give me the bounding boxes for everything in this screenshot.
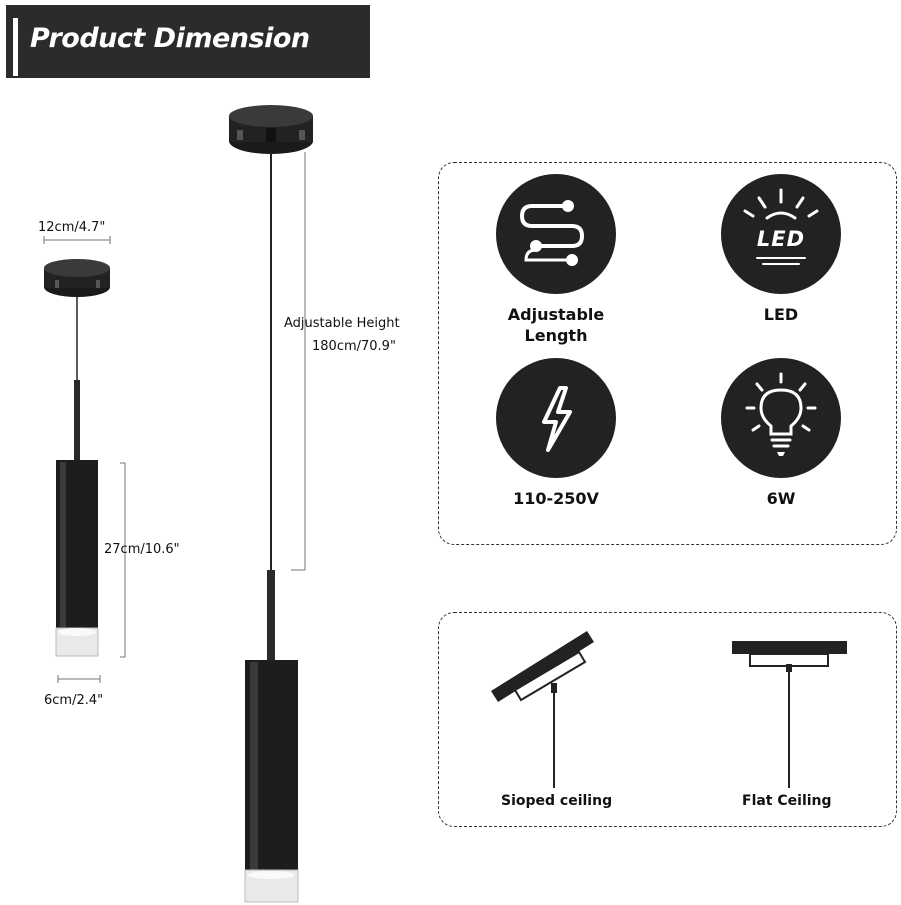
feature-label-line2: Length [524,326,588,345]
header-banner: Product Dimension [6,5,370,78]
adjustable-height-label: Adjustable Height [284,316,400,331]
feature-led: LED [721,174,841,294]
sloped-ceiling-icon [491,631,594,788]
adjustable-length-icon [519,200,585,266]
feature-adjustable-length-label: Adjustable Length [466,304,646,346]
features-panel: Adjustable Length LED LED 110-250V [438,162,897,545]
ceiling-panel: Sioped ceiling Flat Ceiling [438,612,897,827]
feature-label-line1: Adjustable [507,305,605,324]
sloped-ceiling-label: Sioped ceiling [501,793,613,809]
adjustable-height-value: 180cm/70.9" [312,339,396,354]
large-lamp-image [229,105,313,903]
feature-voltage [496,358,616,478]
feature-adjustable-length [496,174,616,294]
small-lamp-dimension-lines [43,236,126,683]
flat-ceiling-icon [732,641,847,788]
flat-ceiling-label: Flat Ceiling [742,793,832,809]
feature-wattage [721,358,841,478]
shade-diameter-label: 6cm/2.4" [44,693,104,708]
led-icon [743,188,819,265]
feature-led-label: LED [763,305,799,324]
feature-wattage-label: 6W [766,489,796,508]
adjustable-height-dimension-line [291,152,306,571]
shade-height-label: 27cm/10.6" [104,542,180,557]
bulb-icon [745,372,817,456]
banner-accent-bar [13,18,18,76]
feature-voltage-label: 110-250V [513,489,599,508]
led-icon-text: LED [756,227,806,251]
lightning-icon [542,386,572,452]
ceiling-illustrations [491,631,847,788]
page-title: Product Dimension [30,23,310,54]
canopy-width-label: 12cm/4.7" [38,220,106,235]
small-lamp-image [44,259,110,657]
